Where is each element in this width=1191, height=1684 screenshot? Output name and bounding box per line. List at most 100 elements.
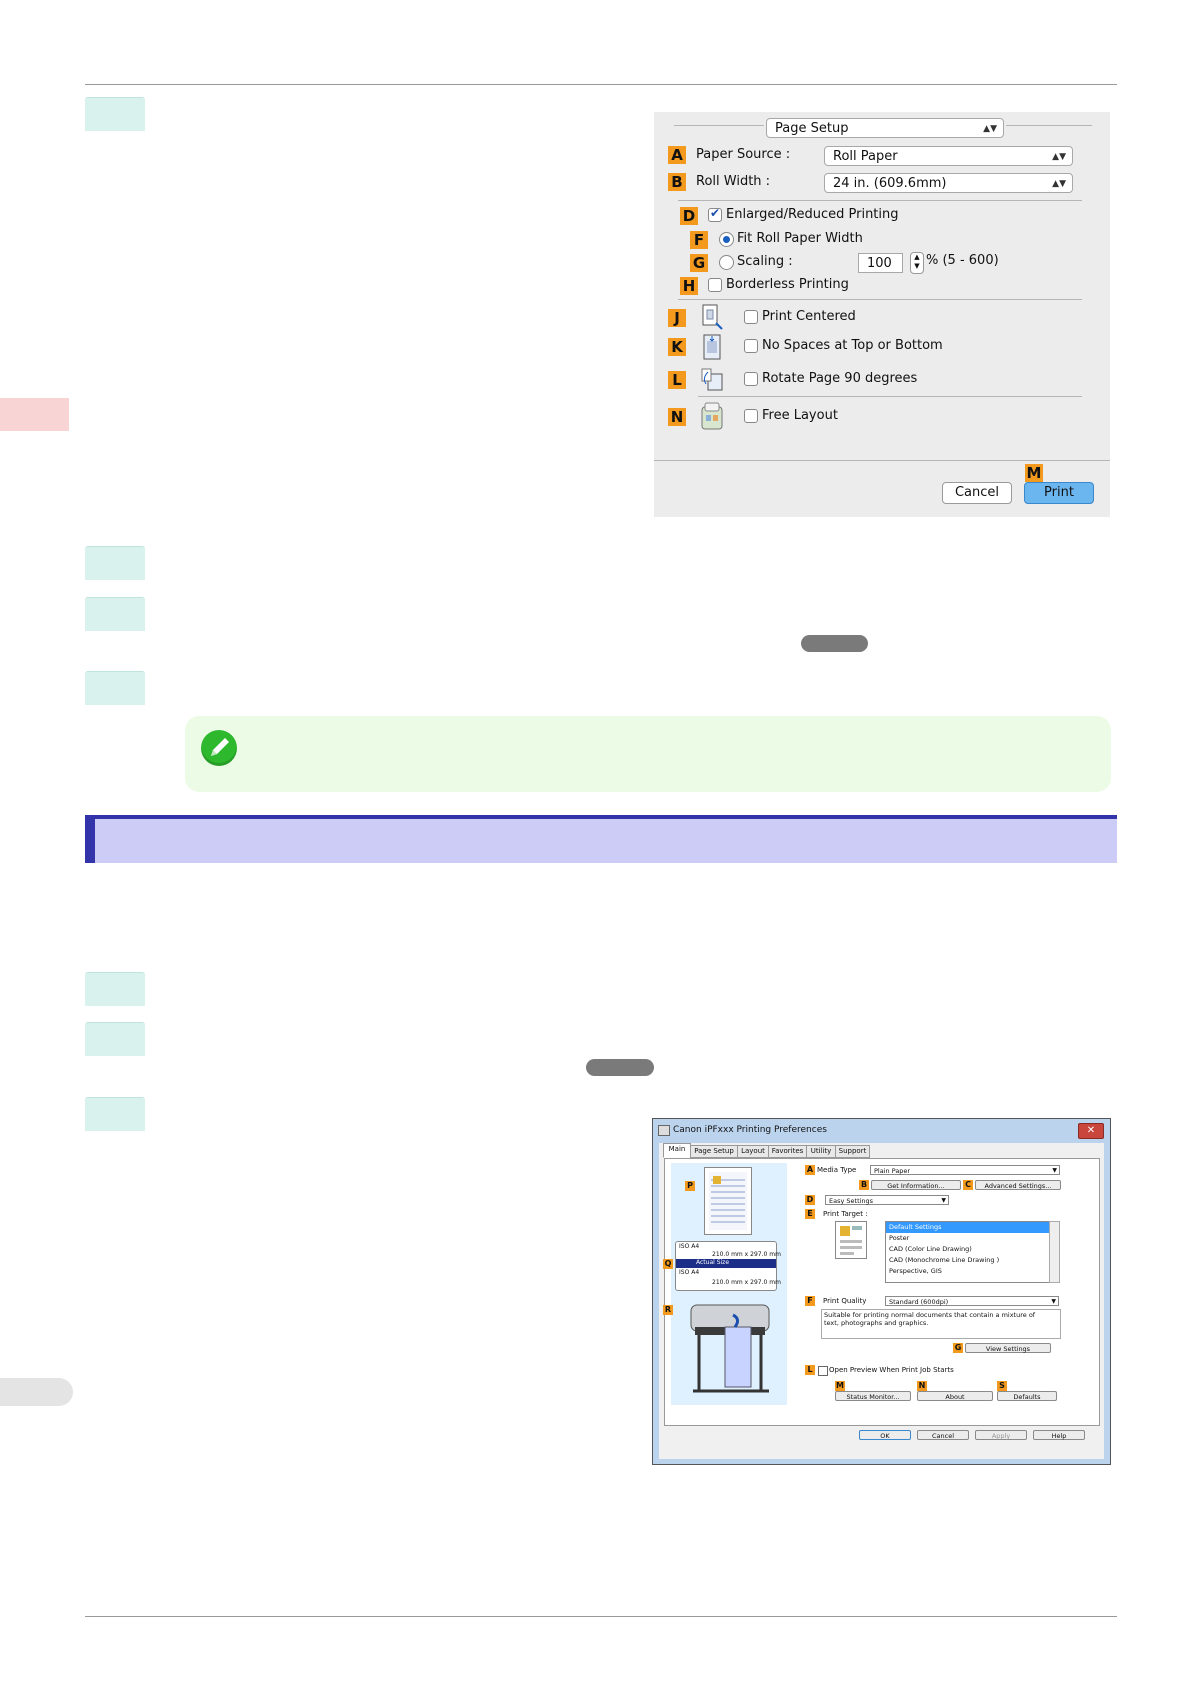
step-marker (85, 1022, 145, 1056)
easy-settings-value: Easy Settings (829, 1197, 874, 1205)
updown-arrow-icon: ▲▼ (1052, 179, 1066, 189)
tab-main[interactable]: Main (663, 1143, 691, 1158)
letter-k: K (668, 338, 686, 356)
fit-roll-radio[interactable] (719, 232, 734, 247)
defaults-button[interactable]: Defaults (997, 1391, 1057, 1401)
paper-source-select[interactable]: Roll Paper▲▼ (824, 146, 1073, 166)
scaling-stepper[interactable]: ▲▼ (910, 252, 924, 274)
status-monitor-button[interactable]: Status Monitor... (835, 1391, 911, 1401)
step-marker (85, 972, 145, 1006)
apply-button[interactable]: Apply (975, 1430, 1027, 1440)
free-layout-label: Free Layout (762, 408, 838, 423)
actual-size-label: Actual Size (696, 1259, 730, 1266)
letter-c: C (963, 1180, 973, 1190)
main-tab-pane: P ISO A4 210.0 mm x 297.0 mm Actual Size… (663, 1158, 1100, 1426)
mac-page-setup-dialog: Page Setup▲▼ A Paper Source : Roll Paper… (654, 112, 1110, 517)
print-target-item[interactable]: Default Settings (886, 1222, 1050, 1233)
cancel-button[interactable]: Cancel (942, 482, 1012, 504)
bottom-rule (85, 1616, 1117, 1617)
letter-l: L (805, 1365, 815, 1375)
step-marker (85, 546, 145, 580)
link-pill[interactable] (801, 635, 868, 652)
advanced-settings-button[interactable]: Advanced Settings... (975, 1180, 1061, 1190)
tab-utility[interactable]: Utility (806, 1145, 836, 1158)
print-quality-label: Print Quality (823, 1297, 867, 1305)
rotate-page-icon (700, 366, 724, 392)
letter-s: S (997, 1381, 1007, 1391)
cancel-button[interactable]: Cancel (917, 1430, 969, 1440)
print-target-label: Print Target : (823, 1210, 868, 1218)
paper-size-2: 210.0 mm x 297.0 mm (712, 1279, 781, 1286)
media-type-value: Plain Paper (874, 1167, 911, 1175)
open-preview-label: Open Preview When Print Job Starts (829, 1366, 954, 1374)
step-marker (85, 597, 145, 631)
step-marker (85, 1097, 145, 1131)
close-icon[interactable]: ✕ (1078, 1123, 1104, 1139)
chapter-side-tab[interactable] (0, 398, 69, 431)
step-marker (85, 97, 145, 131)
tab-page-setup[interactable]: Page Setup (690, 1145, 738, 1158)
tab-support[interactable]: Support (835, 1145, 870, 1158)
divider (1006, 125, 1092, 126)
help-button[interactable]: Help (1033, 1430, 1085, 1440)
dropdown-arrow-icon: ▼ (941, 1197, 946, 1204)
link-pill[interactable] (586, 1059, 654, 1076)
letter-r: R (663, 1305, 673, 1315)
borderless-label: Borderless Printing (726, 277, 849, 292)
roll-width-select[interactable]: 24 in. (609.6mm) ▲▼ (824, 173, 1073, 193)
paper-source-value: Roll Paper (833, 149, 898, 164)
easy-settings-select[interactable]: Easy Settings ▼ (825, 1195, 949, 1205)
dialog-body: Main Page Setup Layout Favorites Utility… (659, 1143, 1104, 1459)
paper-source-label: Paper Source : (696, 147, 791, 162)
scaling-input[interactable]: 100 (858, 253, 903, 273)
dropdown-arrow-icon: ▼ (1052, 1167, 1057, 1174)
print-button[interactable]: Print (1024, 482, 1094, 504)
printer-icon (658, 1125, 670, 1136)
open-preview-checkbox[interactable] (818, 1366, 828, 1376)
tab-layout[interactable]: Layout (737, 1145, 769, 1158)
divider (674, 125, 764, 126)
print-target-list[interactable]: Default Settings Poster CAD (Color Line … (885, 1221, 1051, 1283)
paper-info-2: ISO A4 (679, 1269, 700, 1276)
view-settings-button[interactable]: View Settings (965, 1343, 1051, 1353)
list-scrollbar[interactable] (1049, 1221, 1060, 1283)
print-centered-checkbox[interactable] (744, 310, 758, 324)
letter-f: F (805, 1296, 815, 1306)
letter-m: M (1025, 464, 1043, 482)
print-target-thumbnail (835, 1221, 867, 1259)
index-side-tab[interactable] (0, 1378, 73, 1406)
no-spaces-checkbox[interactable] (744, 339, 758, 353)
description-text: Suitable for printing normal documents t… (824, 1311, 1036, 1327)
print-centered-icon (700, 304, 724, 330)
description-box: Suitable for printing normal documents t… (821, 1309, 1061, 1339)
print-centered-label: Print Centered (762, 309, 856, 324)
dropdown-arrow-icon: ▼ (1051, 1298, 1056, 1305)
free-layout-checkbox[interactable] (744, 409, 758, 423)
paper-info-box: ISO A4 210.0 mm x 297.0 mm Actual Size I… (675, 1241, 781, 1291)
scaling-value: 100 (867, 256, 892, 271)
letter-g: G (690, 254, 708, 272)
tab-favorites[interactable]: Favorites (768, 1145, 807, 1158)
about-button[interactable]: About (917, 1391, 993, 1401)
borderless-checkbox[interactable] (708, 278, 722, 292)
enlarged-checkbox[interactable] (708, 206, 722, 222)
print-target-item[interactable]: CAD (Monochrome Line Drawing ) (889, 1256, 1000, 1264)
letter-q: Q (663, 1259, 673, 1269)
scaling-radio[interactable] (719, 255, 734, 270)
panel-select[interactable]: Page Setup▲▼ (766, 118, 1004, 138)
get-information-button[interactable]: Get Information... (871, 1180, 961, 1190)
roll-width-value: 24 in. (609.6mm) (833, 176, 947, 191)
roll-width-label: Roll Width : (696, 174, 771, 189)
print-target-item[interactable]: Poster (889, 1234, 910, 1242)
divider (698, 396, 1082, 397)
media-type-select[interactable]: Plain Paper ▼ (870, 1165, 1060, 1175)
note-box (185, 716, 1111, 792)
print-target-item[interactable]: CAD (Color Line Drawing) (889, 1245, 972, 1253)
pencil-note-icon (201, 730, 237, 766)
print-quality-select[interactable]: Standard (600dpi)▼ (885, 1296, 1059, 1306)
ok-button[interactable]: OK (859, 1430, 911, 1440)
rotate-checkbox[interactable] (744, 372, 758, 386)
section-heading-bar (85, 815, 1117, 863)
print-target-item[interactable]: Perspective, GIS (889, 1267, 942, 1275)
letter-f: F (690, 231, 708, 249)
